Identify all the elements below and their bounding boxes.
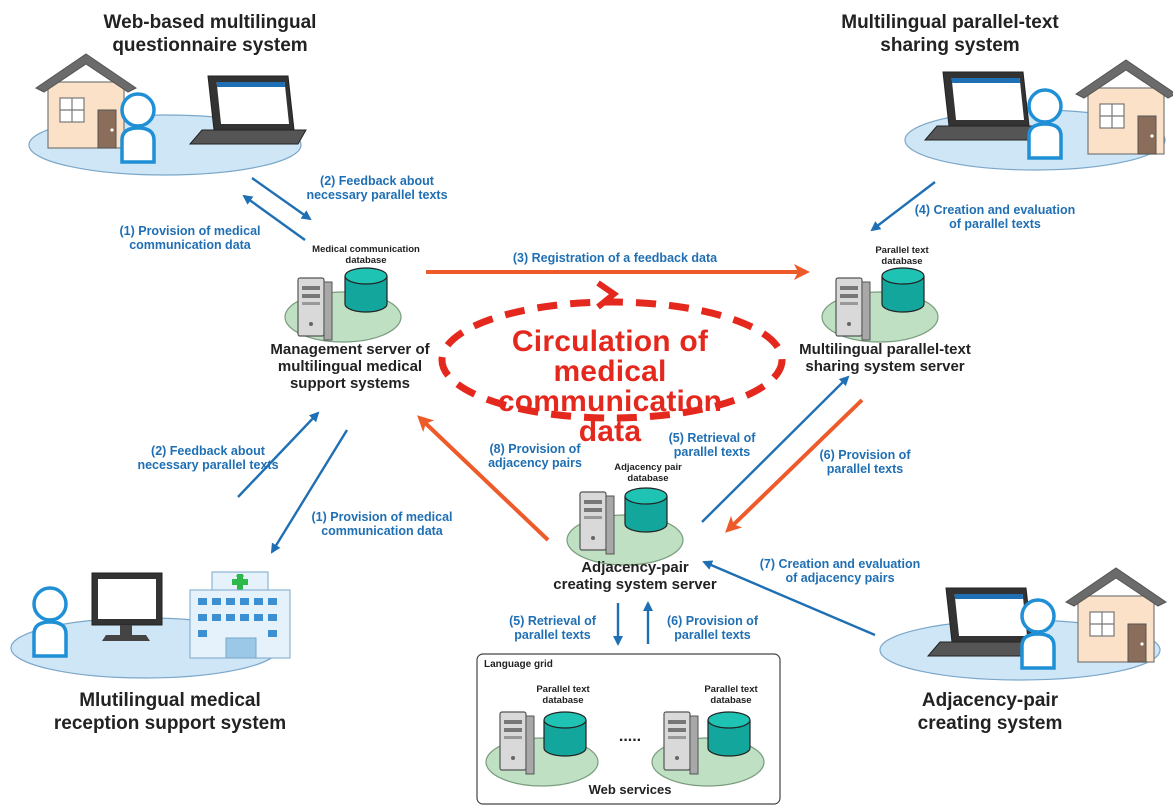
database-icon: [881, 267, 925, 313]
grid-ellipsis: .....: [618, 728, 642, 745]
arrow-creation-7: [702, 560, 876, 637]
database-icon: [344, 267, 388, 313]
flow-label-feedback-2-top: (2) Feedback about necessary parallel te…: [306, 174, 448, 202]
monitor-icon: [91, 572, 163, 641]
server-icon: [835, 277, 871, 341]
language-grid-title: Language grid: [484, 659, 553, 670]
laptop-icon: [924, 71, 1042, 141]
circulation-arrowhead: [596, 280, 620, 310]
circulation-loop: [438, 298, 786, 422]
title-top-right: Multilingual parallel-text sharing syste…: [841, 12, 1059, 56]
server-icon: [579, 491, 615, 555]
hospital-icon: [189, 571, 291, 659]
house-icon: [1065, 567, 1167, 663]
server-icon: [663, 711, 699, 775]
title-top-left: Web-based multilingual questionnaire sys…: [103, 12, 317, 56]
flow-label-creation-7: (7) Creation and evaluation of adjacency…: [759, 557, 921, 585]
circulation-label: Circulation of medical communication dat…: [497, 325, 723, 448]
flow-label-registration-3: (3) Registration of a feedback data: [512, 251, 718, 265]
arrow-adjacency-8: [417, 415, 550, 542]
management-server-label: Management server of multilingual medica…: [270, 341, 430, 392]
arrow-retrieval-5-top: [701, 375, 850, 523]
database-icon: [624, 487, 668, 533]
title-bottom-left: Mlutilingual medical reception support s…: [53, 690, 287, 734]
flow-label-provision-6-top: (6) Provision of parallel texts: [819, 448, 911, 476]
server-icon: [499, 711, 535, 775]
grid-left-db-label: Parallel text database: [536, 684, 590, 706]
parallel-text-server-label: Multilingual parallel-text sharing syste…: [799, 341, 971, 375]
parallel-text-db-label: Parallel text database: [875, 245, 929, 267]
adjacency-server-label: Adjacency-pair creating system server: [553, 559, 717, 593]
arrow-creation-4: [870, 181, 936, 232]
flow-label-retrieval-5-bottom: (5) Retrieval of parallel texts: [509, 614, 596, 642]
server-icon: [297, 277, 333, 341]
flow-label-creation-4: (4) Creation and evaluation of parallel …: [914, 203, 1076, 231]
adjacency-pair-db-label: Adjacency pair database: [614, 462, 682, 484]
flow-label-provision-1-top: (1) Provision of medical communication d…: [119, 224, 261, 252]
person-icon: [32, 586, 68, 658]
medical-communication-db-label: Medical communication database: [312, 244, 420, 266]
arrow-provision-1-top: [242, 194, 306, 241]
arrow-feedback-2-bottom: [237, 411, 320, 498]
database-icon: [707, 711, 751, 757]
grid-right-db-label: Parallel text database: [704, 684, 758, 706]
title-bottom-right: Adjacency-pair creating system: [917, 690, 1063, 734]
laptop-icon: [189, 75, 307, 145]
flow-label-feedback-2-bottom: (2) Feedback about necessary parallel te…: [137, 444, 279, 472]
flow-label-provision-6-bottom: (6) Provision of parallel texts: [667, 614, 758, 642]
arrow-provision-1-bottom: [270, 429, 349, 554]
flow-label-retrieval-5-top: (5) Retrieval of parallel texts: [668, 431, 756, 459]
database-icon: [543, 711, 587, 757]
arrow-provision-6-top: [725, 398, 864, 533]
house-icon: [35, 53, 137, 149]
arrow-feedback-2-top: [251, 177, 312, 221]
house-icon: [1075, 59, 1173, 155]
flow-label-provision-1-bottom: (1) Provision of medical communication d…: [311, 510, 453, 538]
flow-label-adjacency-8: (8) Provision of adjacency pairs: [488, 442, 582, 470]
web-services-label: Web services: [588, 782, 672, 797]
